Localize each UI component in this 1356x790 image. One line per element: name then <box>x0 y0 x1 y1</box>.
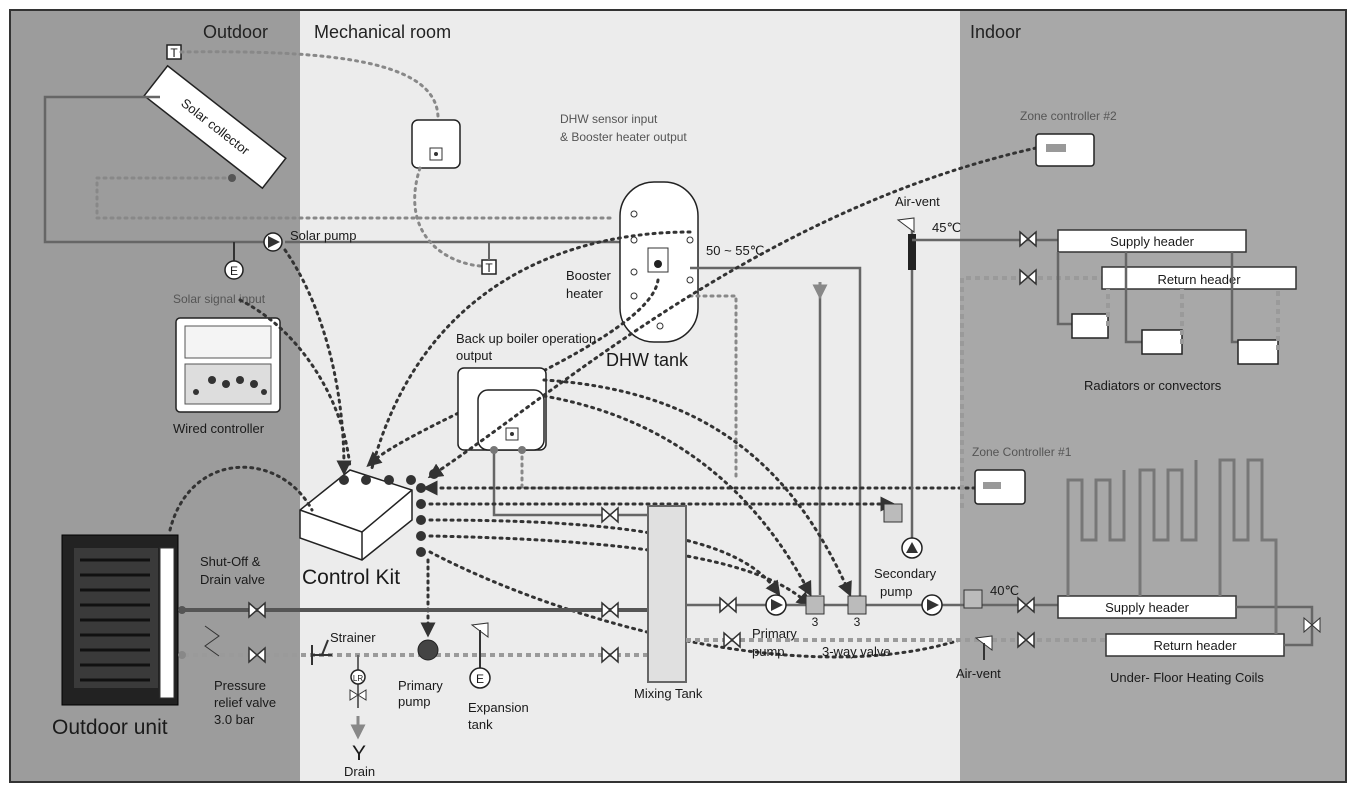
boiler-pipe-in <box>520 448 652 490</box>
primary-pump-left-label-1: Primary <box>398 678 443 693</box>
three-way-valve-label: 3-way valve <box>822 644 891 659</box>
primary-pump-left-label-2: pump <box>398 694 431 709</box>
tank-sensor-line <box>413 166 482 268</box>
wired-controller-icon <box>175 317 281 413</box>
solar-pump-icon <box>263 232 283 252</box>
temp-45-label: 45℃ <box>932 220 961 235</box>
backup-boiler-icon <box>457 367 547 451</box>
solar-input-signal <box>238 298 352 470</box>
zone-title-indoor: Indoor <box>970 22 1021 42</box>
svg-text:3: 3 <box>812 615 819 629</box>
radiators-icon <box>1056 252 1280 365</box>
underfloor-bypass <box>1236 605 1314 647</box>
zone-controller-2-label: Zone controller #2 <box>1020 109 1117 123</box>
outdoor-unit-label: Outdoor unit <box>52 716 168 739</box>
svg-text:LR: LR <box>353 674 363 683</box>
strainer-label: Strainer <box>330 630 376 645</box>
expansion-tank-icon: E <box>469 622 491 689</box>
dhw-tank-label: DHW tank <box>606 350 689 370</box>
solar-supply-pipe <box>43 95 265 244</box>
return-header-bottom-label: Return header <box>1153 638 1237 653</box>
zone-controller-1-icon <box>974 469 1026 505</box>
supply-header-bottom-label: Supply header <box>1105 600 1190 615</box>
mixing-tank-label: Mixing Tank <box>634 686 703 701</box>
dhw-return-signal <box>688 294 738 482</box>
air-vent-bottom-icon <box>974 635 993 660</box>
svg-text:T: T <box>170 46 178 60</box>
radiators-label: Radiators or convectors <box>1084 378 1222 393</box>
boiler-signal <box>542 378 852 597</box>
dhw-sensor-label-2: & Booster heater output <box>560 130 687 144</box>
boiler-signal-2 <box>542 394 812 597</box>
dhw-temp-label: 50 ~ 55℃ <box>706 243 764 258</box>
bypass-valve-icon <box>1303 616 1321 634</box>
valve-icons <box>204 217 1037 664</box>
diagram-border <box>9 9 1347 783</box>
svg-text:E: E <box>230 264 238 278</box>
primary-pump-right-label-2: pump <box>752 644 785 659</box>
dhw-sensor-label-1: DHW sensor input <box>560 112 658 126</box>
booster-signal <box>366 278 660 467</box>
primary-pump-right-label-1: Primary <box>752 626 797 641</box>
outdoor-unit-signal <box>168 465 314 532</box>
indoor-zone <box>960 10 1346 782</box>
backup-boiler-label-1: Back up boiler operation <box>456 331 596 346</box>
secondary-pump-label-2: pump <box>880 584 913 599</box>
strainer-icon <box>311 639 332 665</box>
svg-text:3: 3 <box>854 615 861 629</box>
tank-temp-sensor: T <box>481 259 497 275</box>
expansion-tank-label-1: Expansion <box>468 700 529 715</box>
relief-valve-label-1: Pressure <box>214 678 266 693</box>
control-kit-label: Control Kit <box>302 566 400 589</box>
temp-40-label: 40℃ <box>990 583 1019 598</box>
radiator-return <box>960 276 1102 508</box>
solar-pump-label: Solar pump <box>290 228 356 243</box>
air-vent-bottom-label: Air-vent <box>956 666 1001 681</box>
solar-controller-icon <box>411 119 461 169</box>
zone-controller-2-icon <box>1035 133 1095 167</box>
svg-text:T: T <box>485 261 493 275</box>
boiler-pipe-out <box>492 450 648 517</box>
solar-return-pipe <box>95 176 617 220</box>
underfloor-label: Under- Floor Heating Coils <box>1110 670 1264 685</box>
backup-boiler-label-2: output <box>456 348 493 363</box>
supply-header-top-label: Supply header <box>1110 234 1195 249</box>
svg-text:E: E <box>476 672 484 686</box>
zone-title-outdoor: Outdoor <box>203 22 268 42</box>
zone-controller-1-label: Zone Controller #1 <box>972 445 1072 459</box>
relief-valve-label-3: 3.0 bar <box>214 712 255 727</box>
collector-temp-sensor: T <box>166 44 182 60</box>
pump-icons <box>417 537 943 661</box>
supply-header-top <box>1057 229 1247 253</box>
zone-title-mechanical: Mechanical room <box>314 22 451 42</box>
dhw-coil-supply <box>690 266 862 605</box>
booster-heater-label-2: heater <box>566 286 604 301</box>
relief-valve-label-2: relief valve <box>214 695 276 710</box>
expansion-tank-label-2: tank <box>468 717 493 732</box>
collector-sensor-line <box>179 50 440 122</box>
wired-controller-label: Wired controller <box>173 421 265 436</box>
outdoor-unit-icon <box>61 534 179 706</box>
booster-heater-label-1: Booster <box>566 268 611 283</box>
drain-label: Drain <box>344 764 375 779</box>
underfloor-coils-icon <box>1066 458 1278 634</box>
dhw-tank <box>619 181 699 343</box>
secondary-pump-label-1: Secondary <box>874 566 937 581</box>
solar-expansion-icon: E <box>224 242 244 280</box>
shutoff-valve-label-1: Shut-Off & <box>200 554 261 569</box>
dhw-sensor-signal <box>370 230 692 470</box>
return-header-top-label: Return header <box>1157 272 1241 287</box>
air-vent-top-label: Air-vent <box>895 194 940 209</box>
drain-symbol: Y <box>352 742 366 765</box>
three-way-valve-icons: 3 3 <box>805 503 983 629</box>
mixing-tank <box>647 505 687 683</box>
relief-valve-icon: LR <box>349 655 367 740</box>
zone2-signal <box>427 146 1038 479</box>
kit-signal-4 <box>428 534 812 608</box>
return-header-top <box>1101 266 1297 290</box>
solar-signal-input-label: Solar signal input <box>173 292 266 306</box>
shutoff-valve-label-2: Drain valve <box>200 572 265 587</box>
